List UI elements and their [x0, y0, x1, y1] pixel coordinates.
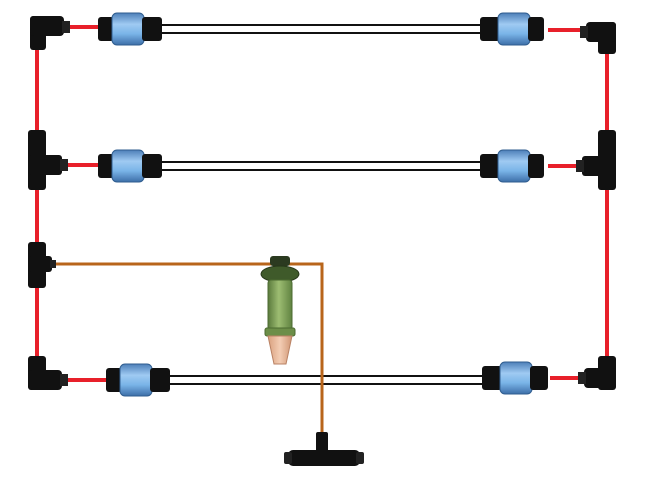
tee-fitting-icon [28, 242, 56, 288]
tape-connector-icon [482, 361, 548, 395]
tape-connector-icon [480, 12, 544, 46]
elbow-fitting-icon [30, 16, 70, 50]
tape-connector-icon [106, 363, 170, 397]
drip-line-middle [160, 161, 482, 171]
elbow-fitting-icon [580, 22, 616, 54]
tape-connector-icon [480, 149, 544, 183]
tee-fitting-icon [28, 130, 68, 190]
tensiometer-icon [260, 256, 300, 365]
elbow-fitting-icon [578, 356, 616, 390]
drip-line-top [160, 24, 482, 34]
tee-fitting-icon [576, 130, 616, 190]
drip-line-bottom [168, 375, 484, 385]
tape-connector-icon [98, 149, 162, 183]
control-tube [48, 262, 324, 440]
tape-connector-icon [98, 12, 162, 46]
elbow-fitting-icon [28, 356, 68, 390]
supply-tee-fitting-icon [284, 432, 364, 466]
red-feeder-segments [60, 25, 590, 382]
